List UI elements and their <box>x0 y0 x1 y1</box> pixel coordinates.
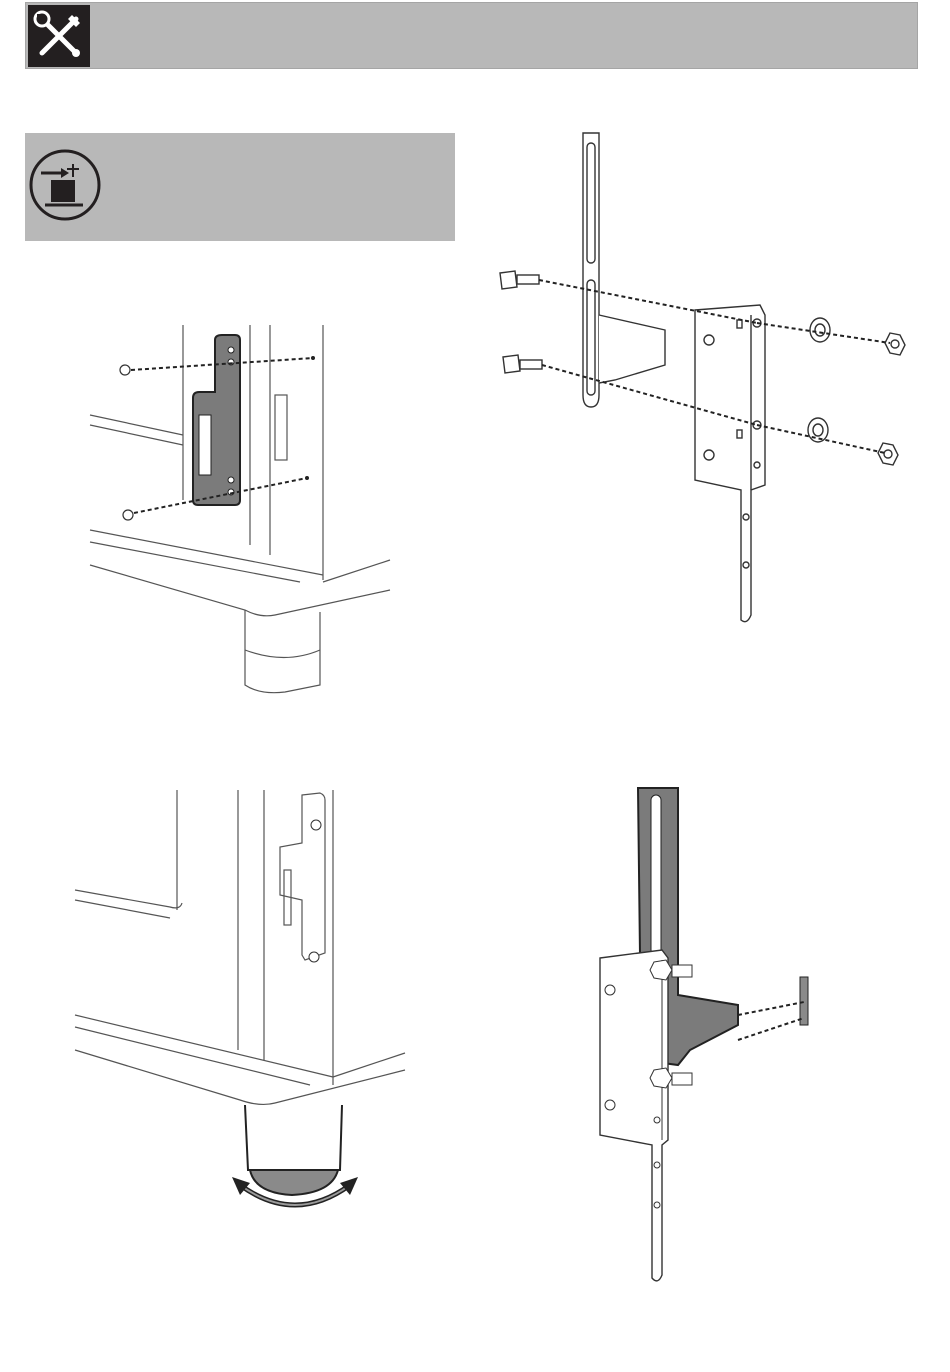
cabinet-leveling-icon <box>27 147 103 228</box>
notice-box <box>25 133 455 241</box>
rotating-foot-illustration <box>70 785 410 1210</box>
bracket-screws-illustration <box>85 320 395 700</box>
exploded-bracket-bolts-illustration <box>495 125 915 630</box>
header-bar <box>25 2 918 69</box>
assembled-bracket-wall-illustration <box>590 780 830 1285</box>
wrench-screwdriver-icon <box>28 5 90 67</box>
